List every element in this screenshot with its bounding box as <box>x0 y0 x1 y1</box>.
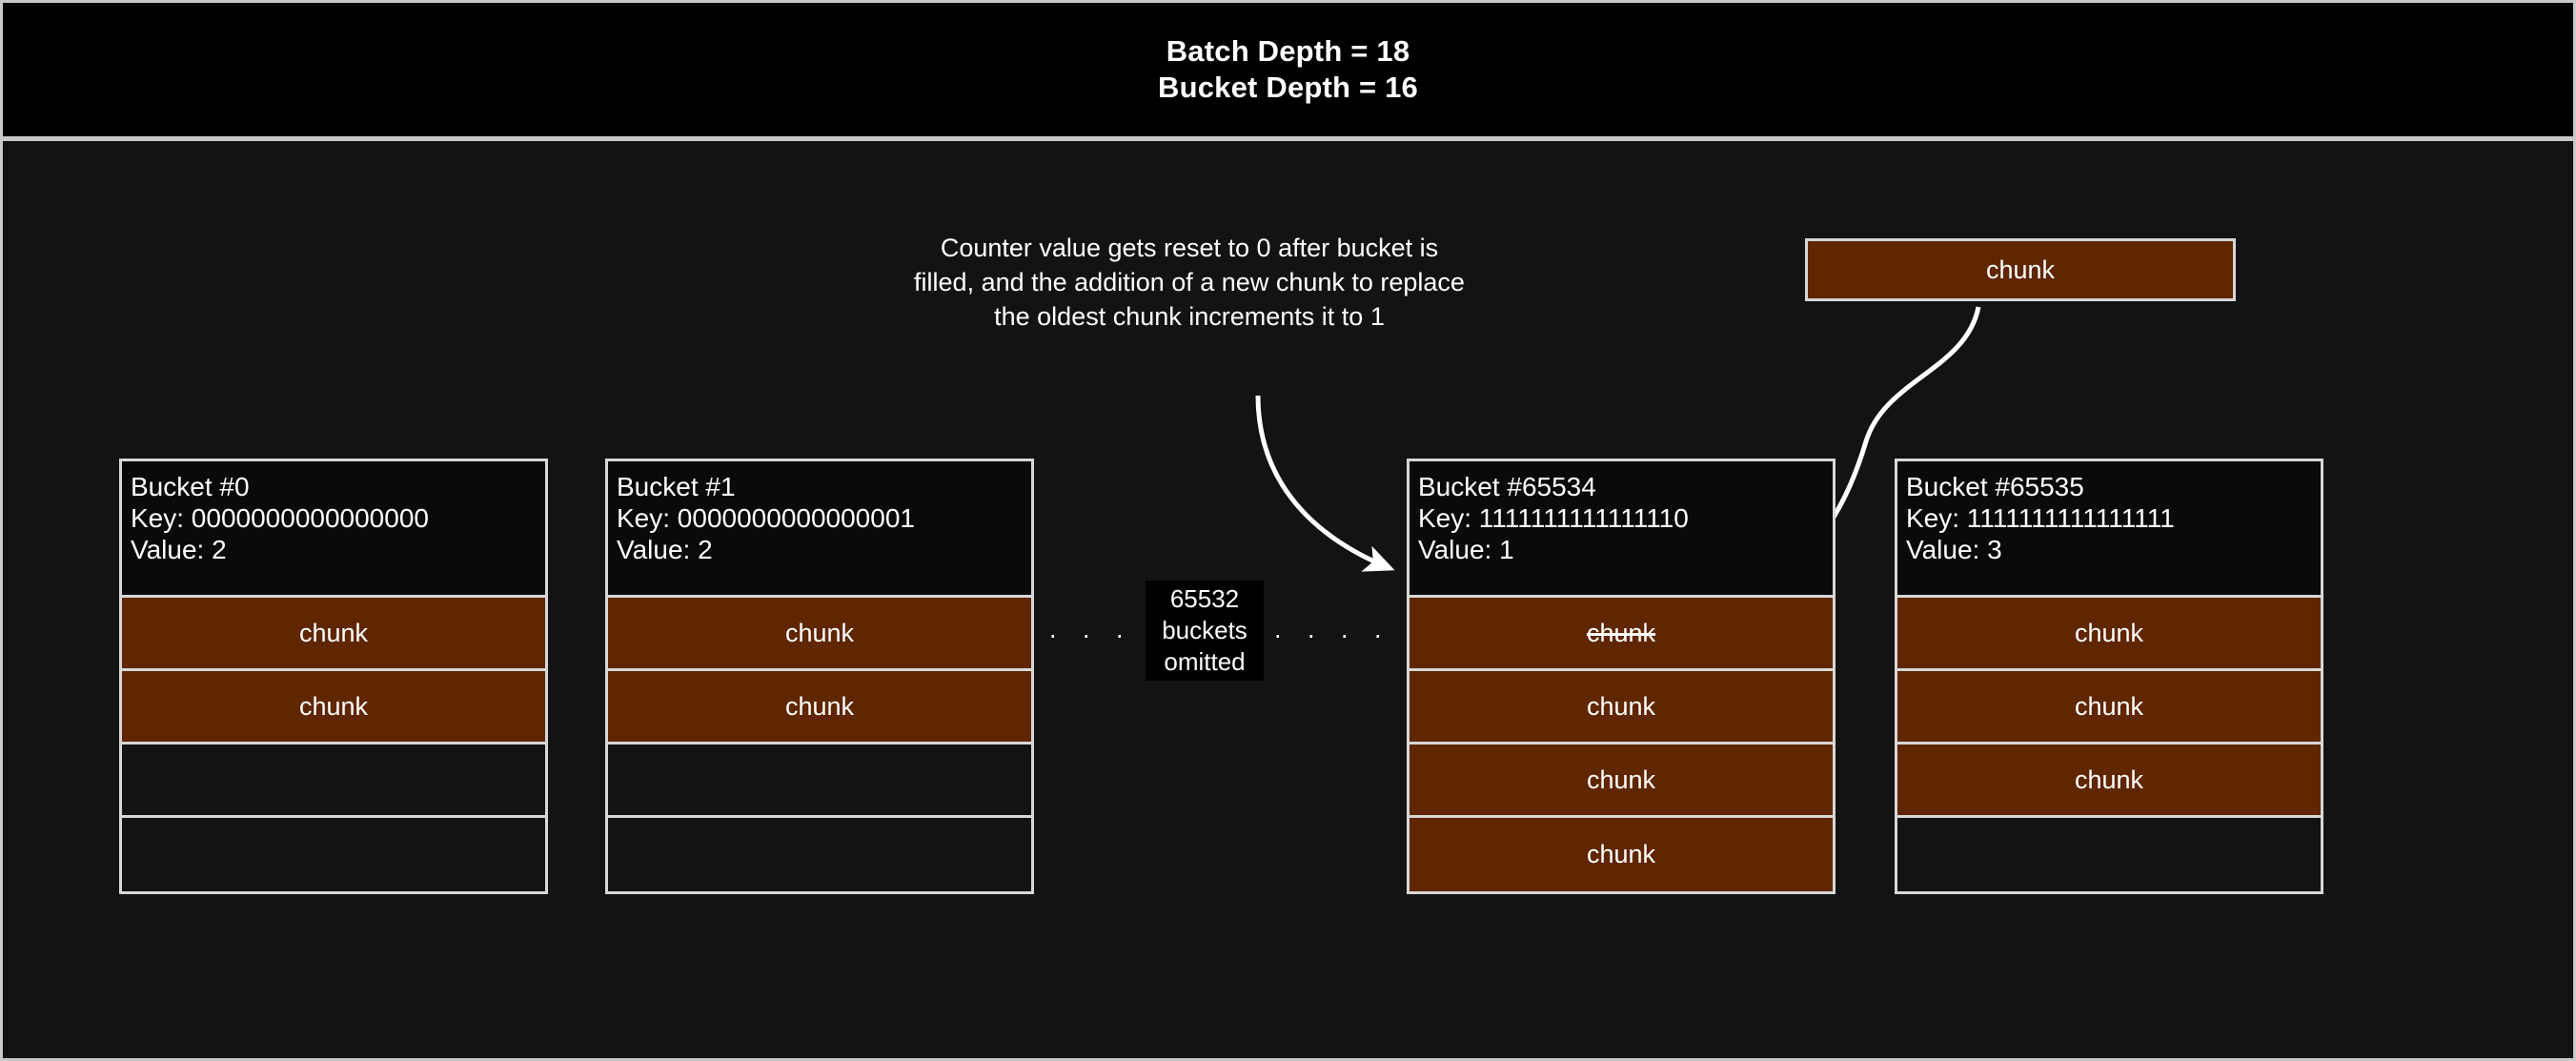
chunk-slot-filled[interactable]: chunk <box>1897 598 2321 671</box>
bucket-key: Key: 1111111111111110 <box>1418 503 1689 534</box>
chunk-slot-filled[interactable]: chunk <box>1410 818 1833 891</box>
chunk-slot-filled[interactable]: chunk <box>1897 671 2321 745</box>
chunk-slot-filled[interactable]: chunk <box>122 598 545 671</box>
chunk-slot-filled[interactable]: chunk <box>608 598 1031 671</box>
bucket-key: Key: 0000000000000001 <box>617 503 915 534</box>
omitted-state: omitted <box>1164 647 1246 677</box>
chunk-slot-empty[interactable] <box>608 745 1031 818</box>
bucket-depth-label: Bucket Depth = 16 <box>1157 71 1418 104</box>
chunk-slot-label: chunk <box>784 618 855 647</box>
chunk-slot-label: chunk <box>298 618 369 647</box>
batch-depth-label: Batch Depth = 18 <box>1166 34 1410 69</box>
chunk-slot-filled[interactable]: chunk <box>1410 745 1833 818</box>
bucket-key: Key: 0000000000000000 <box>131 503 429 534</box>
bucket-title: Bucket #0 <box>131 472 250 501</box>
chunk-slot-label: chunk <box>1586 765 1656 794</box>
chunk-slot-filled[interactable]: chunk <box>1410 671 1833 745</box>
chunk-slot-label: chunk <box>1586 840 1656 868</box>
bucket-value: Value: 1 <box>1418 535 1514 565</box>
chunk-slot-label: chunk <box>2074 618 2144 647</box>
chunk-slot-label: chunk <box>1586 618 1656 647</box>
bucket-title: Bucket #65535 <box>1906 472 2084 501</box>
chunk-slot-filled[interactable]: chunk <box>1410 598 1833 671</box>
omitted-count: 65532 <box>1169 584 1240 613</box>
bucket-title: Bucket #65534 <box>1418 472 1596 501</box>
chunk-slot-filled[interactable]: chunk <box>1897 745 2321 818</box>
annotation-text: Counter value gets reset to 0 after buck… <box>914 234 1465 331</box>
chunk-slot-filled[interactable]: chunk <box>608 671 1031 745</box>
ellipsis-right: . . . . <box>1274 615 1391 643</box>
chunk-slot-empty[interactable] <box>122 745 545 818</box>
chunk-slot-empty[interactable] <box>122 818 545 891</box>
chunk-slot-label: chunk <box>1586 691 1656 721</box>
annotation-arrow <box>1255 395 1395 572</box>
chunk-slot-label: chunk <box>298 691 369 721</box>
bucket-key: Key: 1111111111111111 <box>1906 503 2175 534</box>
floating-chunk-label: chunk <box>1985 255 2056 284</box>
header-band: Batch Depth = 18 Bucket Depth = 16 <box>3 3 2573 141</box>
chunk-slot-label: chunk <box>2074 691 2144 721</box>
chunk-slot-empty[interactable] <box>1897 818 2321 891</box>
chunk-slot-label: chunk <box>784 691 855 721</box>
bucket-title: Bucket #1 <box>617 472 736 501</box>
chunk-slot-label: chunk <box>2074 765 2144 794</box>
omitted-word: buckets <box>1162 616 1247 645</box>
diagram-body: Counter value gets reset to 0 after buck… <box>3 146 2573 1058</box>
floating-chunk-box[interactable]: chunk <box>1805 238 2236 301</box>
chunk-slot-empty[interactable] <box>608 818 1031 891</box>
bucket-value: Value: 2 <box>617 535 713 565</box>
omitted-buckets-label: 65532 buckets omitted <box>1146 581 1264 682</box>
chunk-slot-filled[interactable]: chunk <box>122 671 545 745</box>
bucket-value: Value: 3 <box>1906 535 2002 565</box>
bucket-value: Value: 2 <box>131 535 227 565</box>
